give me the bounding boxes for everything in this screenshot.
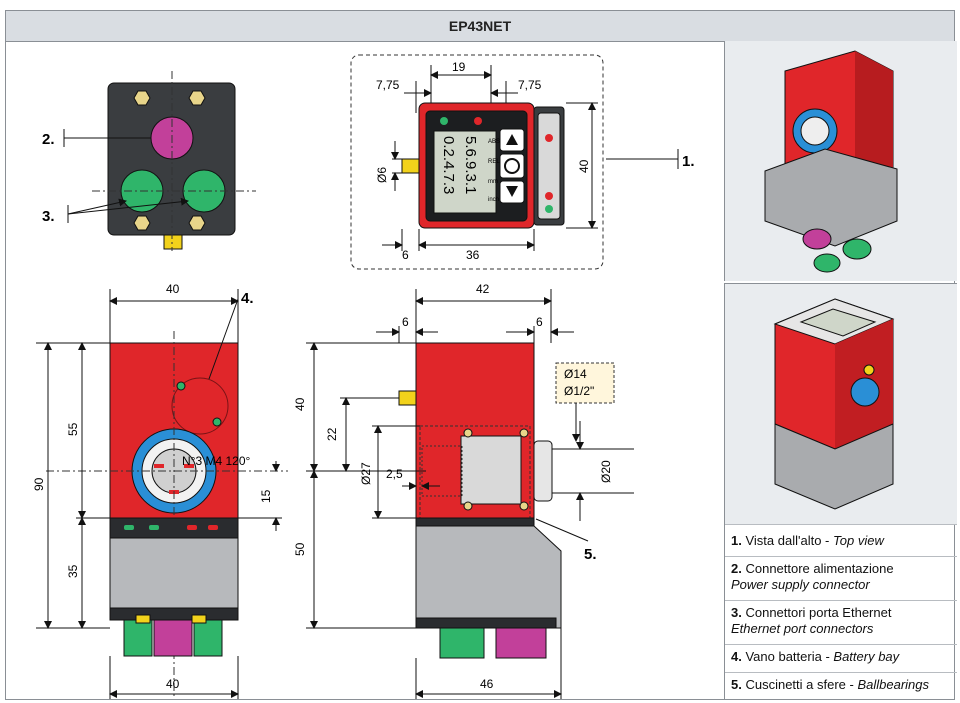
dim-40-bottom: 40	[166, 677, 180, 691]
side-view: 42 6 6	[293, 282, 634, 699]
dim-d27: Ø27	[359, 462, 373, 485]
dim-55: 55	[66, 422, 80, 436]
dim-15: 15	[259, 489, 273, 503]
dim-90: 90	[32, 477, 46, 491]
ok-button	[499, 153, 525, 179]
screen-label-abs: ABS	[488, 139, 500, 145]
technical-drawing: 2. 3. 19 7,75 7,75	[32, 54, 695, 699]
screen-line-2: 5.6.9.3.1	[462, 136, 479, 194]
up-arrow-icon	[506, 134, 518, 145]
screen-line-1: 0.2.4.7.3	[440, 136, 457, 194]
dim-6-display: 6	[402, 248, 409, 262]
photo-top-iso	[724, 283, 957, 524]
dim-2-5: 2,5	[386, 467, 403, 481]
callout-3: 3.	[42, 208, 55, 225]
dim-7-75-right: 7,75	[518, 78, 542, 92]
screen-label-mm: mm	[488, 179, 498, 185]
legend-item-1: 1. Vista dall'alto - Top view	[725, 524, 957, 556]
photo-bottom-iso	[724, 41, 957, 281]
box-d14: Ø14	[564, 367, 587, 381]
dim-40-top: 40	[166, 282, 180, 296]
callout-1: 1.	[682, 153, 695, 170]
top-view: 2. 3.	[42, 71, 256, 251]
dim-d20: Ø20	[599, 460, 613, 483]
callout-5: 5.	[584, 546, 597, 563]
screen-label-rel: REL	[488, 159, 500, 165]
dim-6-right: 6	[536, 315, 543, 329]
display-view: 19 7,75 7,75 0.2.4.7.3 5.6.9.3.1 ABS REL…	[350, 54, 695, 270]
dim-36: 36	[466, 248, 480, 262]
dim-40-display: 40	[577, 159, 591, 173]
legend-item-5: 5. Cuscinetti a sfere - Ballbearings	[725, 672, 957, 700]
callout-2: 2.	[42, 131, 55, 148]
page-title: EP43NET	[6, 11, 954, 42]
dim-7-75-left: 7,75	[376, 78, 400, 92]
callout-4: 4.	[241, 290, 254, 307]
dim-50: 50	[293, 542, 307, 556]
box-d1-2: Ø1/2"	[564, 384, 594, 398]
legend-item-4: 4. Vano batteria - Battery bay	[725, 644, 957, 672]
dim-shaft: Ø6	[375, 167, 389, 183]
legend: 1. Vista dall'alto - Top view 2. Connett…	[724, 524, 957, 700]
dim-42: 42	[476, 282, 490, 296]
drawing-frame: EP43NET	[5, 10, 957, 700]
down-arrow-icon	[506, 186, 518, 197]
dim-46: 46	[480, 677, 494, 691]
dim-35: 35	[66, 564, 80, 578]
dim-40-side: 40	[293, 397, 307, 411]
dim-19: 19	[452, 60, 466, 74]
screen-label-inch: inch	[488, 197, 499, 203]
dim-22: 22	[325, 427, 339, 441]
dim-6-left: 6	[402, 315, 409, 329]
front-view: 40 4. N°3 M4 120°	[32, 282, 288, 699]
annotation-m4: N°3 M4 120°	[182, 454, 250, 468]
